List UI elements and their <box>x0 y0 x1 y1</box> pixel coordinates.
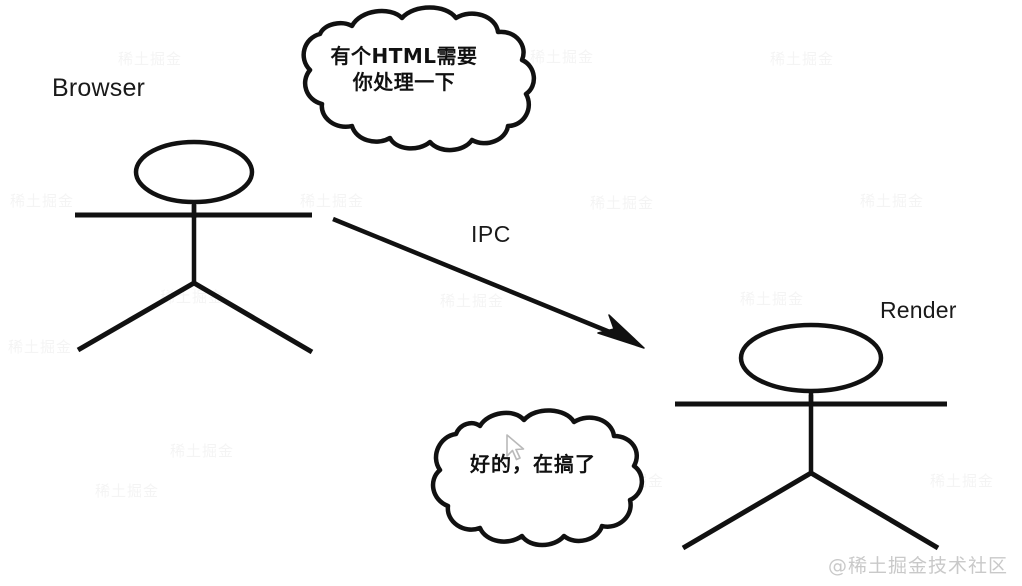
speech-bubble-render <box>430 408 644 548</box>
cloud-outline-render <box>430 408 644 548</box>
cloud-outline-browser <box>301 5 536 153</box>
speech-text-browser: 有个HTML需要 你处理一下 <box>312 44 496 95</box>
ipc-arrow-head <box>597 314 645 349</box>
figure-leg-right-browser <box>192 280 314 355</box>
watermark-attribution: @稀土掘金技术社区 <box>827 555 1008 577</box>
figure-leg-left-render <box>681 470 813 551</box>
speech-line: 有个HTML需要 <box>330 44 478 68</box>
stick-figure-render <box>675 322 947 551</box>
figure-leg-right-render <box>809 470 940 551</box>
speech-line: 你处理一下 <box>352 69 456 94</box>
figure-head-browser <box>133 139 255 205</box>
speech-bubble-browser <box>301 5 536 153</box>
stick-figure-browser <box>75 139 314 355</box>
speech-text-render: 好的，在搞了 <box>443 452 623 478</box>
ipc-arrow <box>332 216 645 349</box>
ipc-connection-label: IPC <box>471 221 511 247</box>
actor-label-browser: Browser <box>52 74 146 102</box>
figure-leg-left-browser <box>76 280 196 353</box>
actor-label-render: Render <box>880 297 957 323</box>
ipc-arrow-shaft <box>332 216 623 340</box>
speech-line: 好的，在搞了 <box>470 452 596 476</box>
figure-head-render <box>738 322 884 394</box>
